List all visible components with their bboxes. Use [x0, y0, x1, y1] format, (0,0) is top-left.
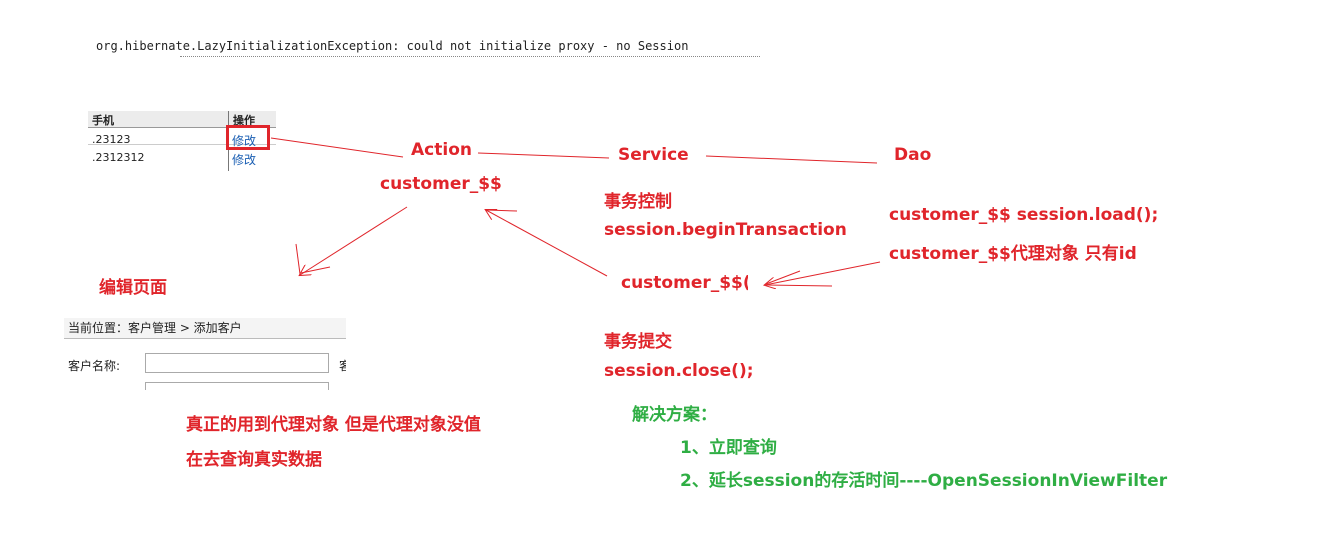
- header-phone: 手机: [92, 114, 114, 127]
- row1-phone: .23123: [92, 133, 131, 146]
- row1-edit-link[interactable]: 修改: [232, 134, 257, 148]
- label-begin-tx: session.beginTransaction: [604, 220, 847, 240]
- solution-title: 解决方案：: [632, 405, 717, 425]
- breadcrumb-text: 当前位置：客户管理 > 添加客户: [68, 321, 242, 335]
- label-dao-load: customer_$$ session.load();: [889, 205, 1159, 225]
- line-action-to-service: [477, 152, 610, 159]
- solution-item1: 1、立即查询: [680, 438, 777, 458]
- customer-name-input[interactable]: [145, 353, 329, 373]
- note-line1: 真正的用到代理对象 但是代理对象没值: [186, 415, 481, 435]
- second-input[interactable]: [145, 382, 329, 390]
- header-action: 操作: [233, 114, 255, 127]
- label-tx-commit: 事务提交: [604, 332, 672, 352]
- customer-name-label: 客户名称:: [68, 359, 121, 373]
- edit-link-highlight: [226, 125, 270, 150]
- label-dao: Dao: [894, 145, 932, 165]
- row2-phone: .2312312: [92, 151, 145, 164]
- line-service-to-dao: [705, 155, 878, 164]
- label-edit-page: 编辑页面: [99, 278, 167, 298]
- label-returned-var: customer_$$(: [621, 273, 748, 293]
- customer-table-snippet: 手机 操作 .23123 修改 .2312312 修改: [88, 111, 276, 171]
- label-dao-proxy: customer_$$代理对象 只有id: [889, 244, 1137, 264]
- row2-edit-link[interactable]: 修改: [232, 153, 257, 167]
- solution-item2: 2、延长session的存活时间----OpenSessionInViewFil…: [680, 471, 1168, 491]
- arrow-to-service: [765, 261, 881, 285]
- label-session-close: session.close();: [604, 361, 754, 381]
- add-customer-form-snippet: 当前位置：客户管理 > 添加客户 客户名称: 客: [64, 318, 346, 390]
- label-service: Service: [618, 145, 689, 165]
- arrow-to-edit-page: [300, 206, 408, 275]
- breadcrumb: 当前位置：客户管理 > 添加客户: [64, 318, 346, 339]
- form-edge-text: 客: [339, 359, 346, 373]
- arrow-to-action: [486, 210, 608, 277]
- row-divider: [88, 144, 276, 145]
- line-edit-to-action: [270, 137, 404, 158]
- table-header: [88, 111, 276, 128]
- label-tx-control: 事务控制: [604, 192, 672, 212]
- exception-message: org.hibernate.LazyInitializationExceptio…: [96, 39, 689, 53]
- note-line2: 在去查询真实数据: [186, 450, 322, 470]
- label-action-var: customer_$$: [380, 174, 502, 194]
- label-action: Action: [411, 140, 472, 160]
- exception-line-clipped: [180, 56, 760, 61]
